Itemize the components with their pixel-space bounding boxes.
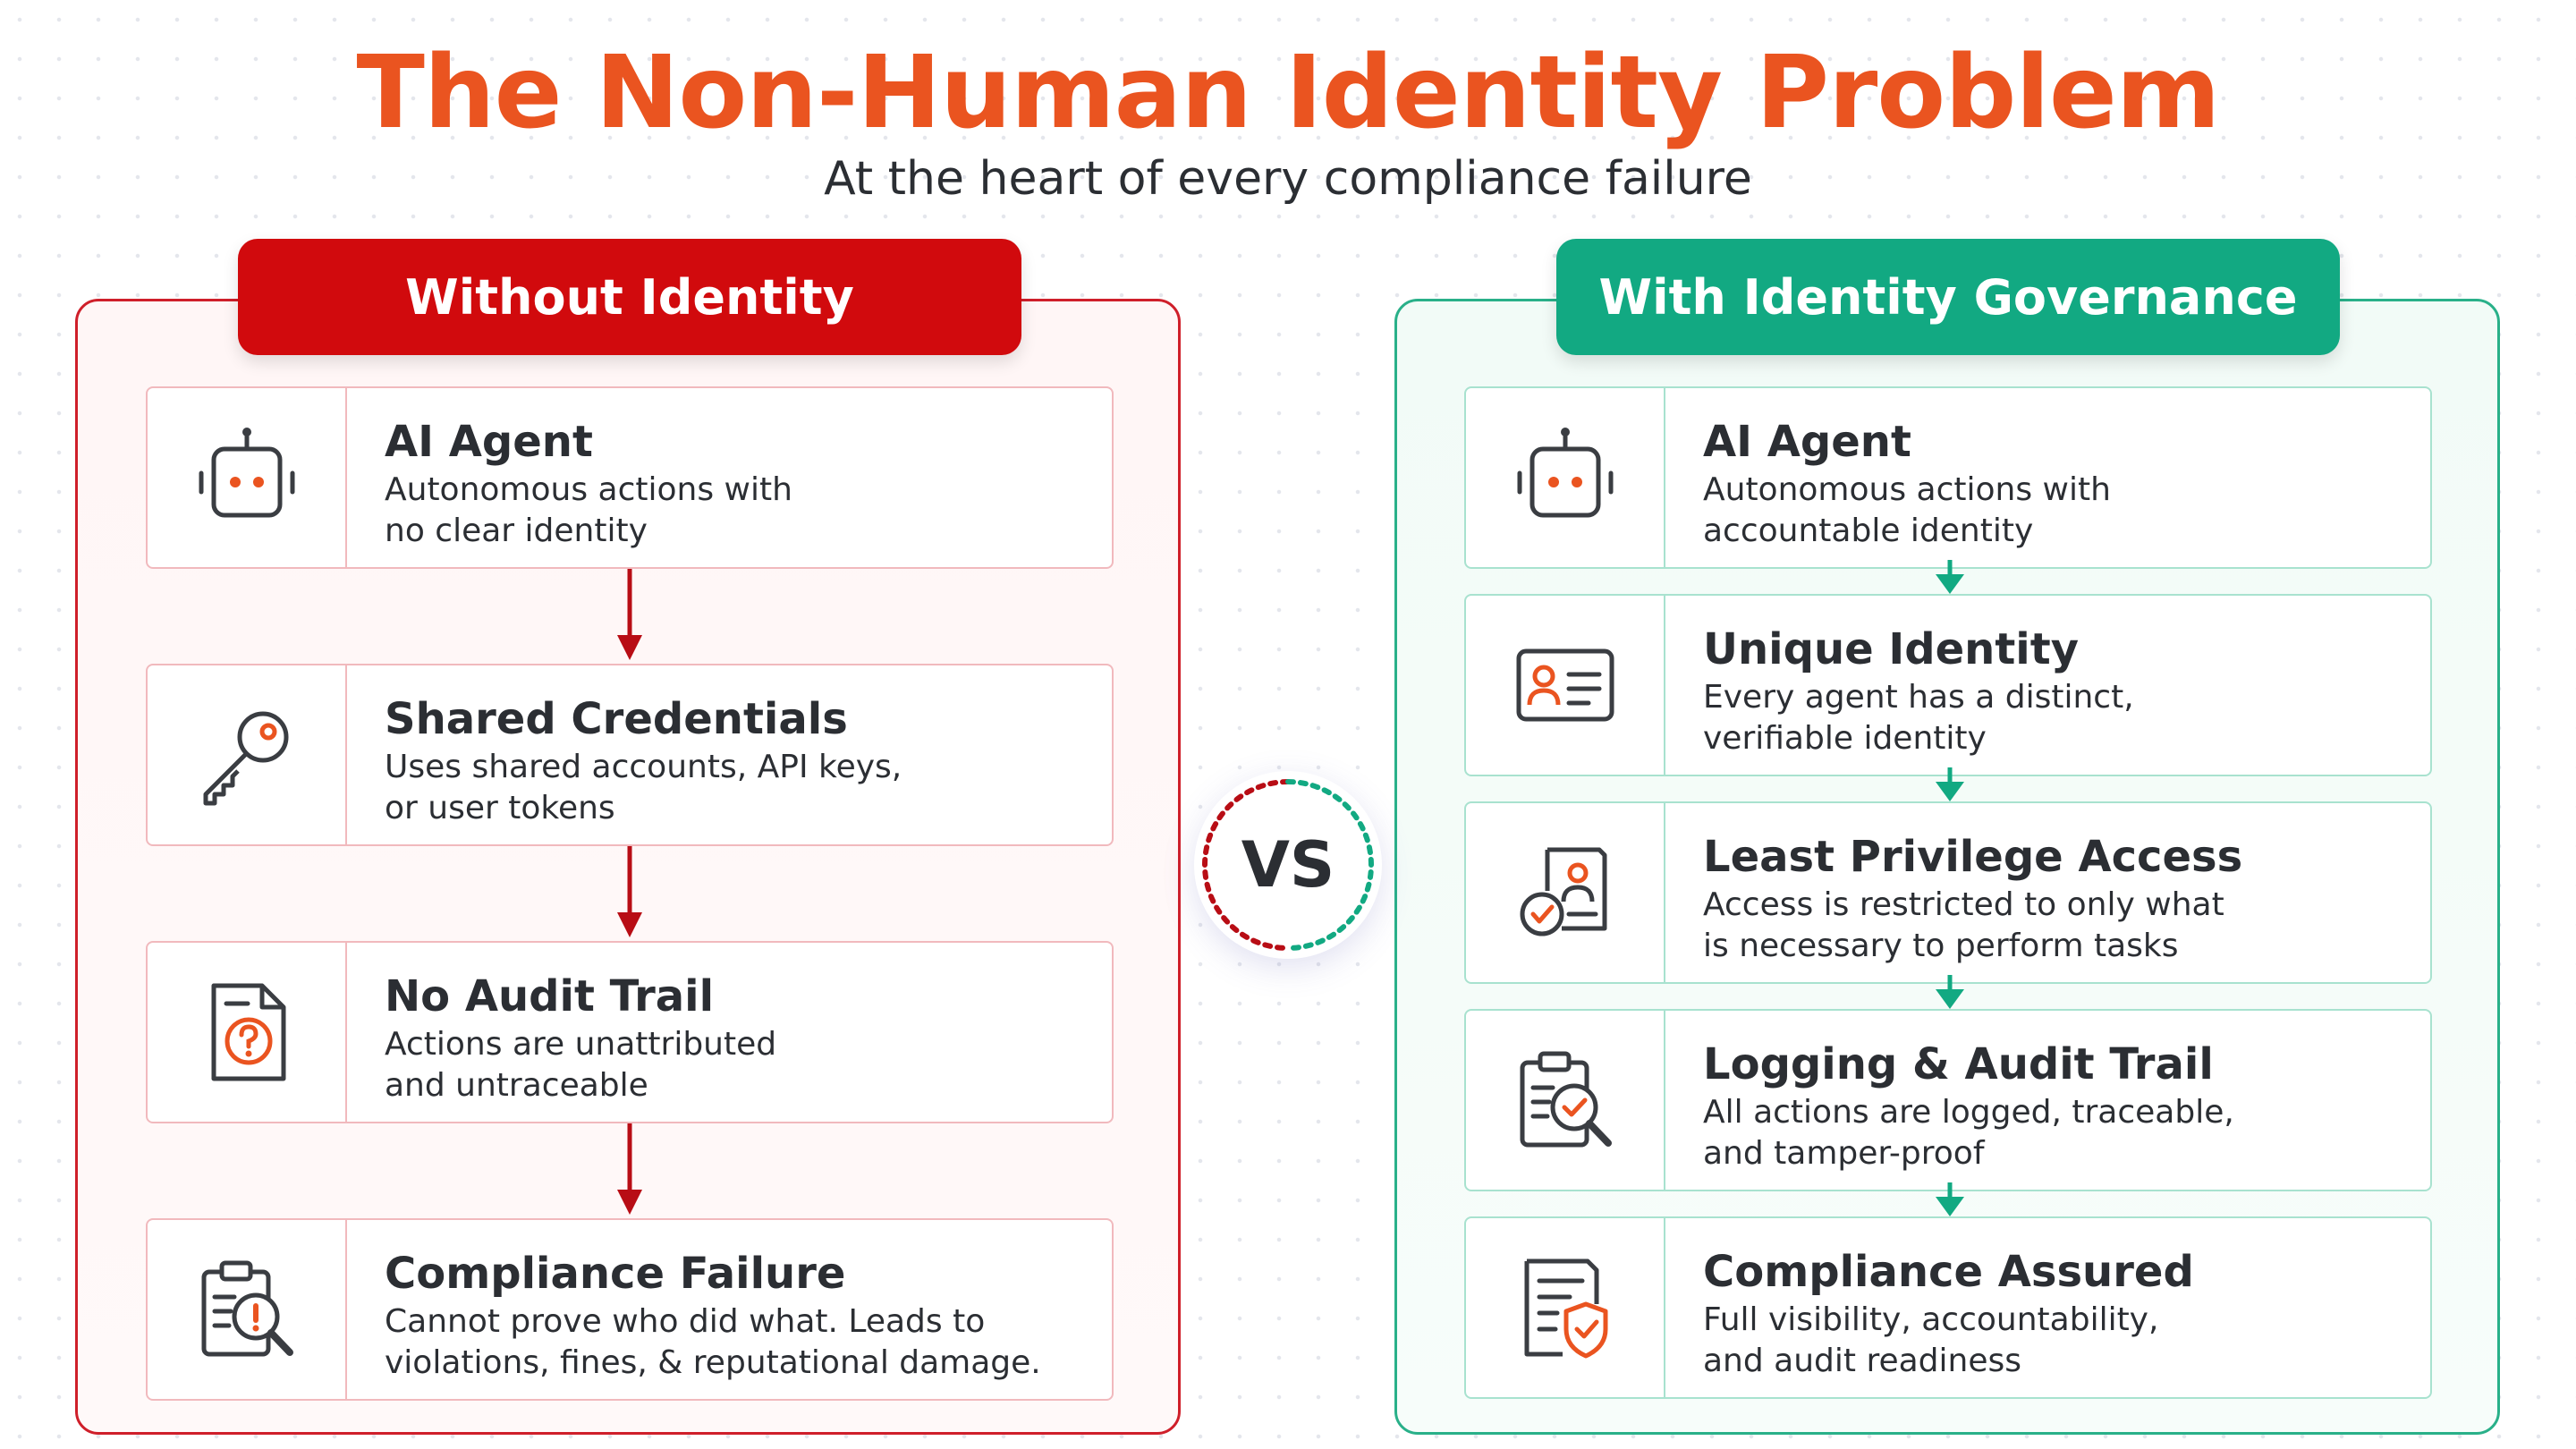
arrow-down-icon (1936, 1182, 1964, 1216)
arrow-down-icon (1936, 767, 1964, 801)
key-icon (148, 665, 347, 844)
page-subtitle: At the heart of every compliance failure (824, 152, 1752, 206)
card-desc-line1: Every agent has a distinct, (1703, 679, 2134, 716)
left-card-compliance-failure: Compliance Failure Cannot prove who did … (146, 1218, 1114, 1401)
card-desc-line2: and untraceable (385, 1067, 648, 1104)
right-card-ai-agent: AI Agent Autonomous actions with account… (1464, 386, 2432, 569)
card-desc-line1: Uses shared accounts, API keys, (385, 749, 902, 785)
id-card-icon (1466, 596, 1665, 775)
left-card-ai-agent: AI Agent Autonomous actions with no clea… (146, 386, 1114, 569)
card-desc-line2: no clear identity (385, 513, 648, 549)
arrow-down-icon (1936, 560, 1964, 594)
card-desc-line2: is necessary to perform tasks (1703, 928, 2179, 964)
robot-icon (148, 388, 347, 567)
card-desc-line1: Autonomous actions with (385, 471, 792, 508)
clipboard-alert-search-icon (148, 1220, 347, 1399)
card-title: AI Agent (385, 417, 593, 467)
arrow-down-icon (617, 569, 642, 660)
card-desc-line2: and tamper-proof (1703, 1135, 1985, 1172)
left-card-shared-credentials: Shared Credentials Uses shared accounts,… (146, 664, 1114, 846)
card-title: Least Privilege Access (1703, 832, 2243, 882)
document-question-icon (148, 943, 347, 1122)
left-card-no-audit-trail: No Audit Trail Actions are unattributed … (146, 941, 1114, 1123)
card-desc-line2: accountable identity (1703, 513, 2034, 549)
right-card-logging-audit-trail: Logging & Audit Trail All actions are lo… (1464, 1009, 2432, 1191)
card-title: Unique Identity (1703, 624, 2079, 674)
vs-ring-icon (1202, 779, 1374, 951)
card-desc-line1: Autonomous actions with (1703, 471, 2111, 508)
robot-icon (1466, 388, 1665, 567)
card-title: Shared Credentials (385, 694, 848, 744)
card-title: Compliance Failure (385, 1249, 846, 1299)
card-desc-line1: Cannot prove who did what. Leads to (385, 1303, 986, 1340)
clipboard-check-search-icon (1466, 1011, 1665, 1190)
card-desc-line1: Actions are unattributed (385, 1026, 777, 1063)
with-identity-governance-header: With Identity Governance (1556, 239, 2340, 355)
card-title: Logging & Audit Trail (1703, 1039, 2214, 1089)
card-desc-line1: All actions are logged, traceable, (1703, 1094, 2234, 1131)
vs-label: VS (1241, 828, 1335, 902)
card-desc-line2: violations, fines, & reputational damage… (385, 1344, 1041, 1381)
card-desc-line2: and audit readiness (1703, 1343, 2022, 1379)
vs-badge: VS (1194, 771, 1382, 959)
arrow-down-icon (1936, 975, 1964, 1009)
card-title: No Audit Trail (385, 971, 715, 1021)
document-shield-icon (1466, 1218, 1665, 1397)
access-check-icon (1466, 803, 1665, 982)
right-card-compliance-assured: Compliance Assured Full visibility, acco… (1464, 1216, 2432, 1399)
card-desc-line2: verifiable identity (1703, 720, 1987, 757)
right-card-unique-identity: Unique Identity Every agent has a distin… (1464, 594, 2432, 776)
without-identity-header: Without Identity (238, 239, 1021, 355)
card-desc-line1: Access is restricted to only what (1703, 886, 2224, 923)
card-title: AI Agent (1703, 417, 1911, 467)
page-title: The Non-Human Identity Problem (356, 35, 2221, 151)
arrow-down-icon (617, 846, 642, 937)
right-card-least-privilege-access: Least Privilege Access Access is restric… (1464, 801, 2432, 984)
card-desc-line1: Full visibility, accountability, (1703, 1301, 2159, 1338)
arrow-down-icon (617, 1123, 642, 1215)
card-desc-line2: or user tokens (385, 790, 615, 826)
card-title: Compliance Assured (1703, 1247, 2194, 1297)
